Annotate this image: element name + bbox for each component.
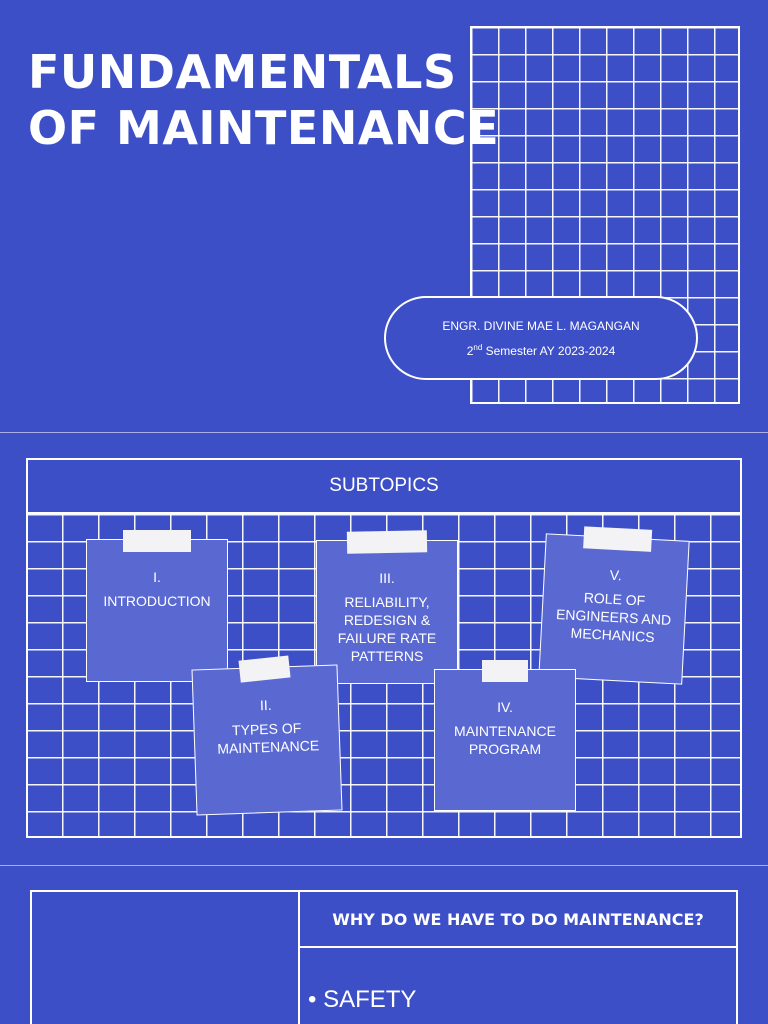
note-number: I. [153, 569, 161, 585]
note-label: TYPES OF MAINTENANCE [216, 719, 320, 757]
subtopics-frame: SUBTOPICS I. INTRODUCTION III. RELIABILI… [26, 458, 742, 838]
tape [123, 530, 191, 552]
note-reliability: III. RELIABILITY, REDESIGN & FAILURE RAT… [316, 530, 458, 684]
tape [346, 530, 428, 554]
semester-ordinal: 2 [466, 343, 474, 358]
note-number: III. [379, 570, 395, 586]
title-line-1: FUNDAMENTALS [28, 45, 457, 99]
note-label: MAINTENANCE PROGRAM [454, 723, 556, 757]
semester-ordinal-suffix: nd [473, 342, 483, 352]
note-label: ROLE OF ENGINEERS AND MECHANICS [555, 589, 672, 646]
title-slide: FUNDAMENTALS OF MAINTENANCE ENGR. DIVINE… [0, 0, 768, 432]
note-types-of-maintenance: II. TYPES OF MAINTENANCE [191, 655, 343, 816]
subtopics-heading: SUBTOPICS [28, 460, 740, 514]
semester-label: Semester AY 2023-2024 [482, 343, 616, 358]
slide-separator [0, 432, 768, 433]
column-divider [298, 892, 300, 1024]
why-heading: WHY DO WE HAVE TO DO MAINTENANCE? [300, 892, 736, 948]
page-title: FUNDAMENTALS OF MAINTENANCE [28, 44, 499, 156]
tape [238, 655, 291, 683]
author-name: ENGR. DIVINE MAE L. MAGANGAN [442, 318, 640, 333]
note-role-of-engineers: V. ROLE OF ENGINEERS AND MECHANICS [538, 526, 690, 685]
note-number: II. [259, 696, 272, 714]
slide-separator [0, 865, 768, 866]
note-number: IV. [497, 699, 513, 715]
note-label: INTRODUCTION [103, 593, 211, 609]
title-line-2: OF MAINTENANCE [28, 101, 500, 155]
note-introduction: I. INTRODUCTION [86, 530, 228, 682]
why-frame: WHY DO WE HAVE TO DO MAINTENANCE? [30, 890, 738, 1024]
note-label: RELIABILITY, REDESIGN & FAILURE RATE PAT… [337, 594, 437, 664]
tape [482, 660, 528, 682]
note-number: V. [609, 566, 623, 584]
tape [583, 526, 653, 552]
author-pill: ENGR. DIVINE MAE L. MAGANGAN 2nd Semeste… [384, 296, 698, 380]
semester-text: 2nd Semester AY 2023-2024 [467, 343, 616, 358]
why-maintenance-slide: WHY DO WE HAVE TO DO MAINTENANCE? • SAFE… [0, 866, 768, 1024]
note-maintenance-program: IV. MAINTENANCE PROGRAM [434, 660, 576, 811]
bullet-safety: • SAFETY [308, 986, 417, 1013]
subtopics-slide: SUBTOPICS I. INTRODUCTION III. RELIABILI… [0, 434, 768, 864]
